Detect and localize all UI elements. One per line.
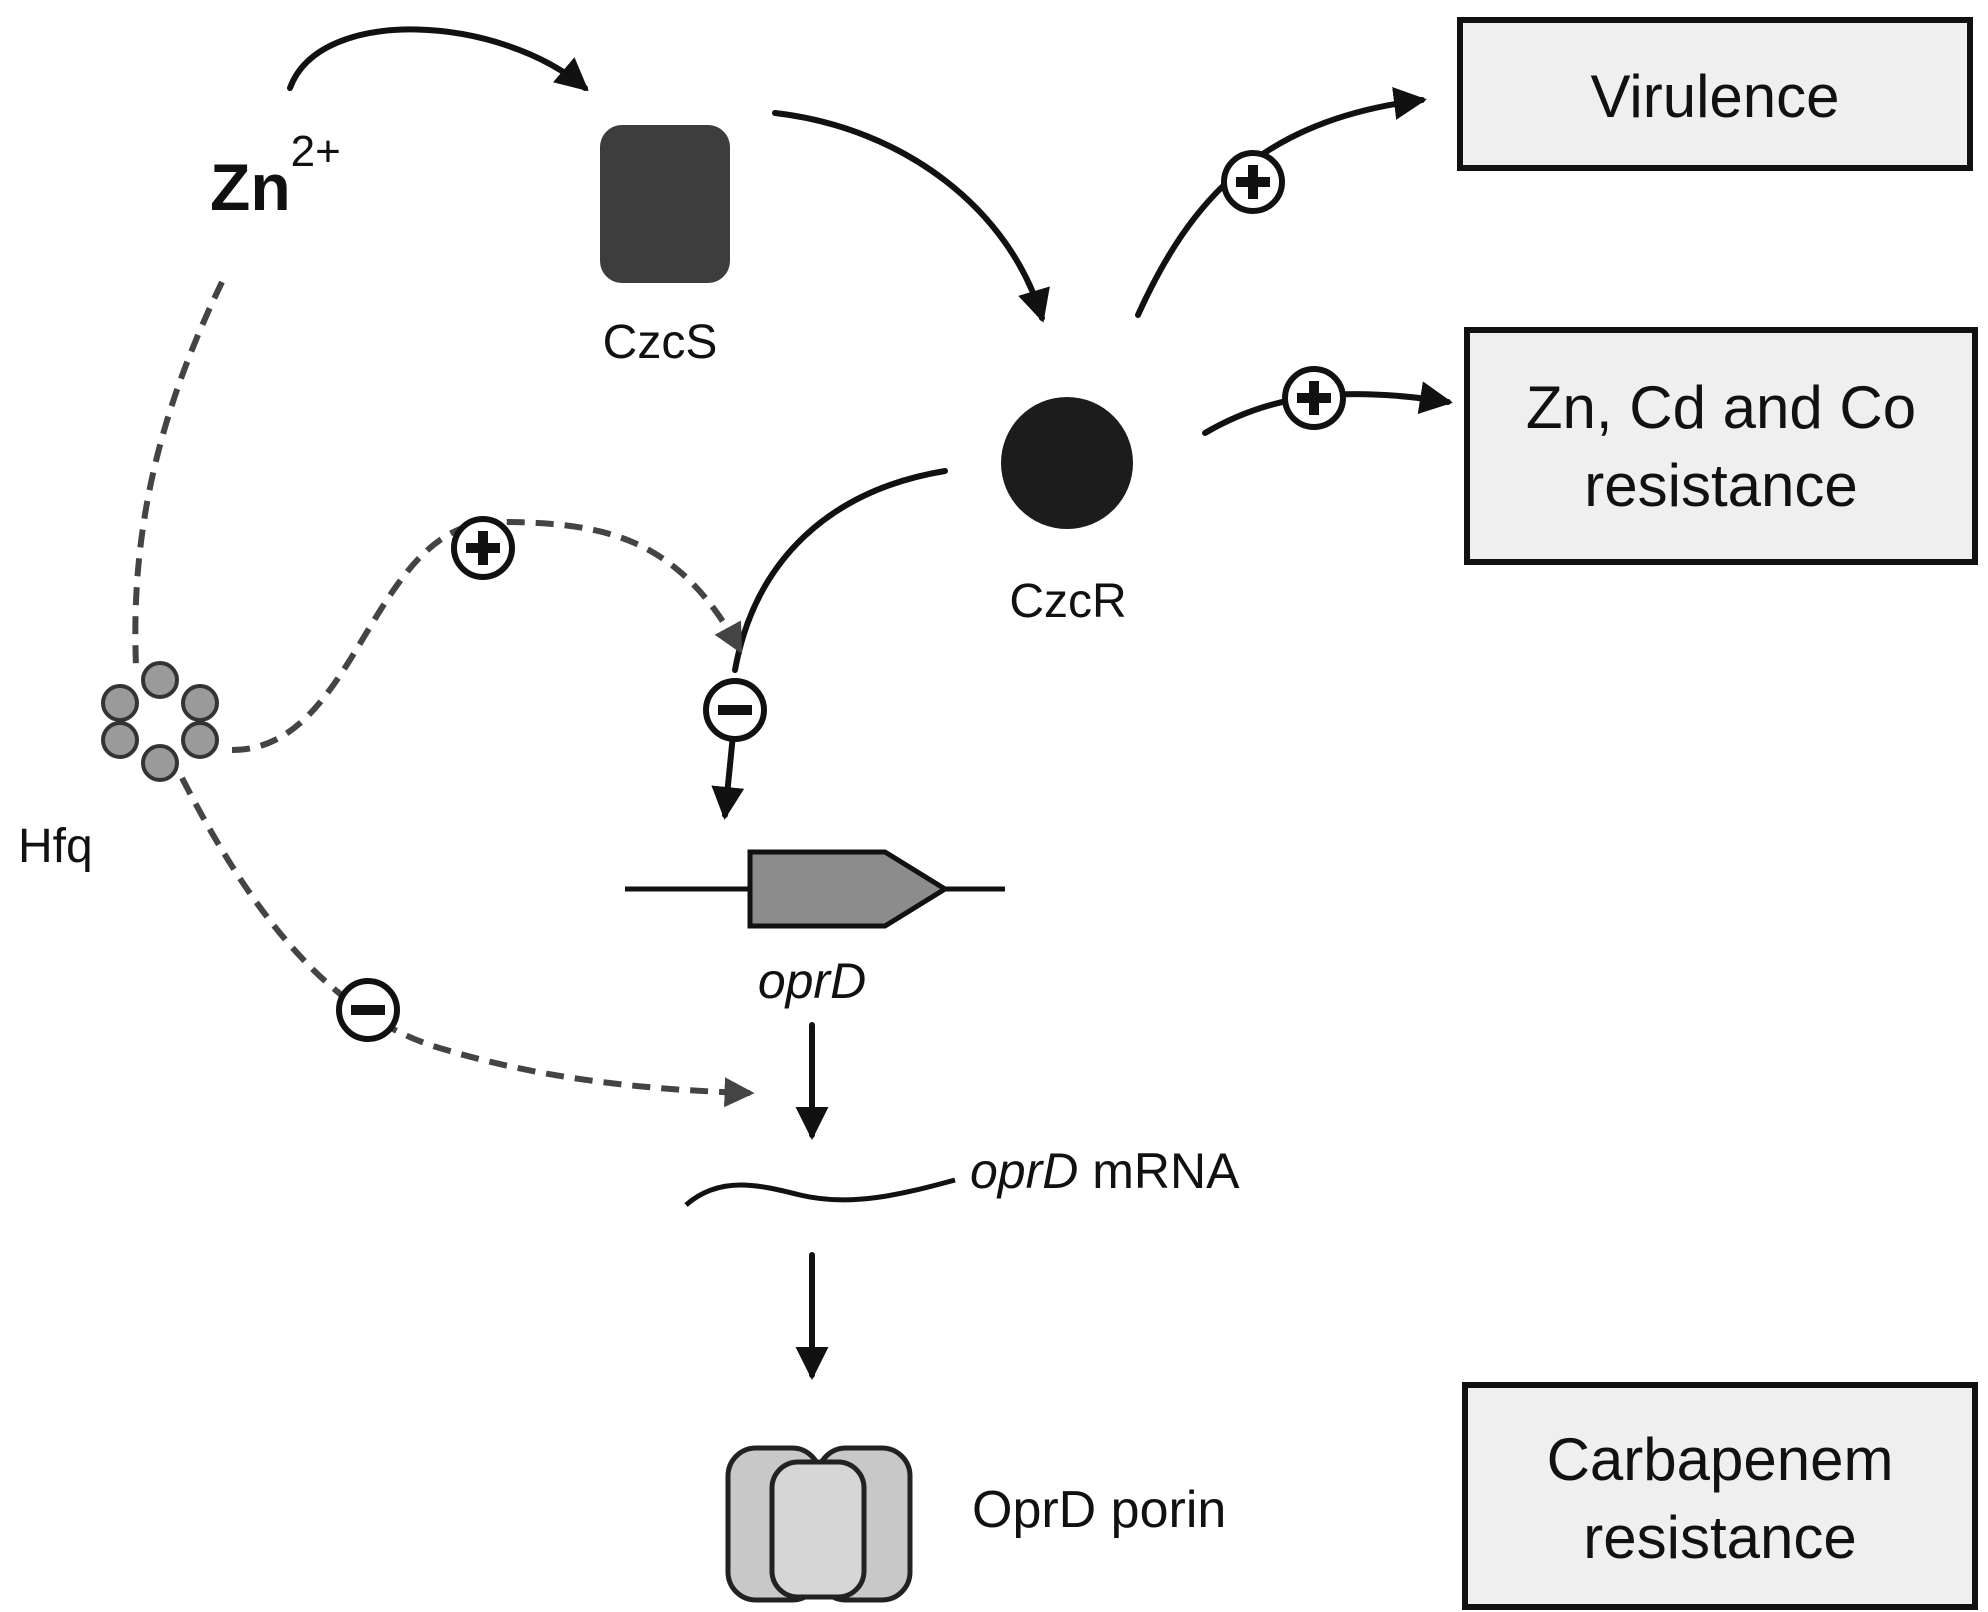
zinc-ion-label: Zn2+ (210, 127, 341, 224)
metal-resistance-box: Zn, Cd and Co resistance (1464, 327, 1978, 565)
mrna-label: oprD mRNA (970, 1143, 1240, 1199)
arrow-czcs-to-czcr (772, 110, 1050, 323)
dashed-hfq-repression (179, 776, 755, 1108)
arrow-repression-to-gene (711, 732, 745, 820)
oprd-gene-label: oprD (758, 953, 866, 1009)
metal-resistance-line2: resistance (1584, 452, 1857, 519)
arrow-zn-to-czcs (287, 26, 589, 92)
virulence-box: Virulence (1457, 17, 1973, 171)
mrna-suffix: mRNA (1078, 1143, 1240, 1199)
mrna-strand (684, 1177, 956, 1207)
dashed-hfq-activation (231, 518, 743, 753)
hfq-label: Hfq (18, 820, 93, 873)
metal-resistance-line1: Zn, Cd and Co (1526, 374, 1916, 441)
plus-sign-icon (451, 516, 515, 580)
czcr-regulator-shape (1001, 397, 1133, 529)
czcs-label: CzcS (603, 316, 718, 369)
arrow-czcr-to-oprd (732, 468, 948, 673)
czcs-sensor-shape (600, 125, 730, 283)
plus-sign-icon (1282, 366, 1346, 430)
porin-label: OprD porin (972, 1481, 1226, 1539)
mrna-gene-name: oprD (970, 1143, 1078, 1199)
zinc-symbol: Zn (210, 150, 291, 224)
oprd-porin-shape (725, 1445, 913, 1603)
carbapenem-line1: Carbapenem (1547, 1426, 1894, 1493)
carbapenem-resistance-box: Carbapenem resistance (1462, 1382, 1978, 1610)
hfq-hexamer-shape (101, 661, 219, 782)
virulence-label: Virulence (1590, 63, 1839, 130)
carbapenem-line2: resistance (1583, 1504, 1856, 1571)
dashed-zn-to-hfq (132, 280, 225, 666)
oprd-gene-shape (747, 849, 950, 929)
zinc-charge: 2+ (291, 127, 341, 176)
plus-sign-icon (1221, 150, 1285, 214)
minus-sign-icon (336, 978, 400, 1042)
czcr-label: CzcR (1009, 575, 1126, 628)
arrow-czcr-to-virulence (1135, 87, 1427, 318)
minus-sign-icon (703, 678, 767, 742)
